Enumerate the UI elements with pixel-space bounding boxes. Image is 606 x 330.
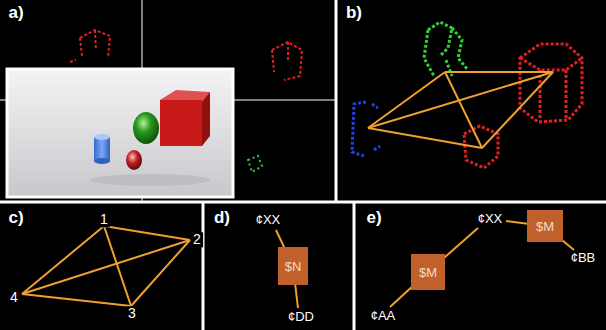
vertex-number: 1 — [98, 212, 110, 227]
operator-box: $M — [411, 254, 445, 290]
panel-letter: d) — [212, 209, 232, 228]
panel-letter: a) — [6, 4, 25, 23]
view-grid — [0, 0, 336, 202]
point-cloud — [352, 22, 582, 168]
panel-letter: e) — [364, 209, 383, 228]
symbol-label: ¢AA — [369, 309, 398, 323]
operator-label: $N — [285, 259, 302, 274]
vertex-number: 3 — [126, 306, 138, 321]
panel-letter: b) — [344, 4, 364, 23]
graph-edge — [22, 226, 190, 306]
operator-box: $M — [527, 210, 563, 242]
operator-box: $N — [278, 247, 308, 285]
vertex-number: 2 — [191, 232, 203, 247]
operator-label: $M — [419, 265, 437, 280]
panel-letter: c) — [6, 209, 25, 228]
symbol-label: ¢XX — [254, 213, 283, 227]
vertex-number: 4 — [8, 290, 20, 305]
graph-edge — [368, 72, 553, 148]
symbol-label: ¢BB — [569, 251, 598, 265]
symbol-label: ¢XX — [476, 212, 505, 226]
point-cloud — [248, 156, 262, 172]
symbol-label: ¢DD — [286, 310, 316, 324]
photo-inset — [7, 69, 233, 197]
operator-label: $M — [536, 219, 554, 234]
